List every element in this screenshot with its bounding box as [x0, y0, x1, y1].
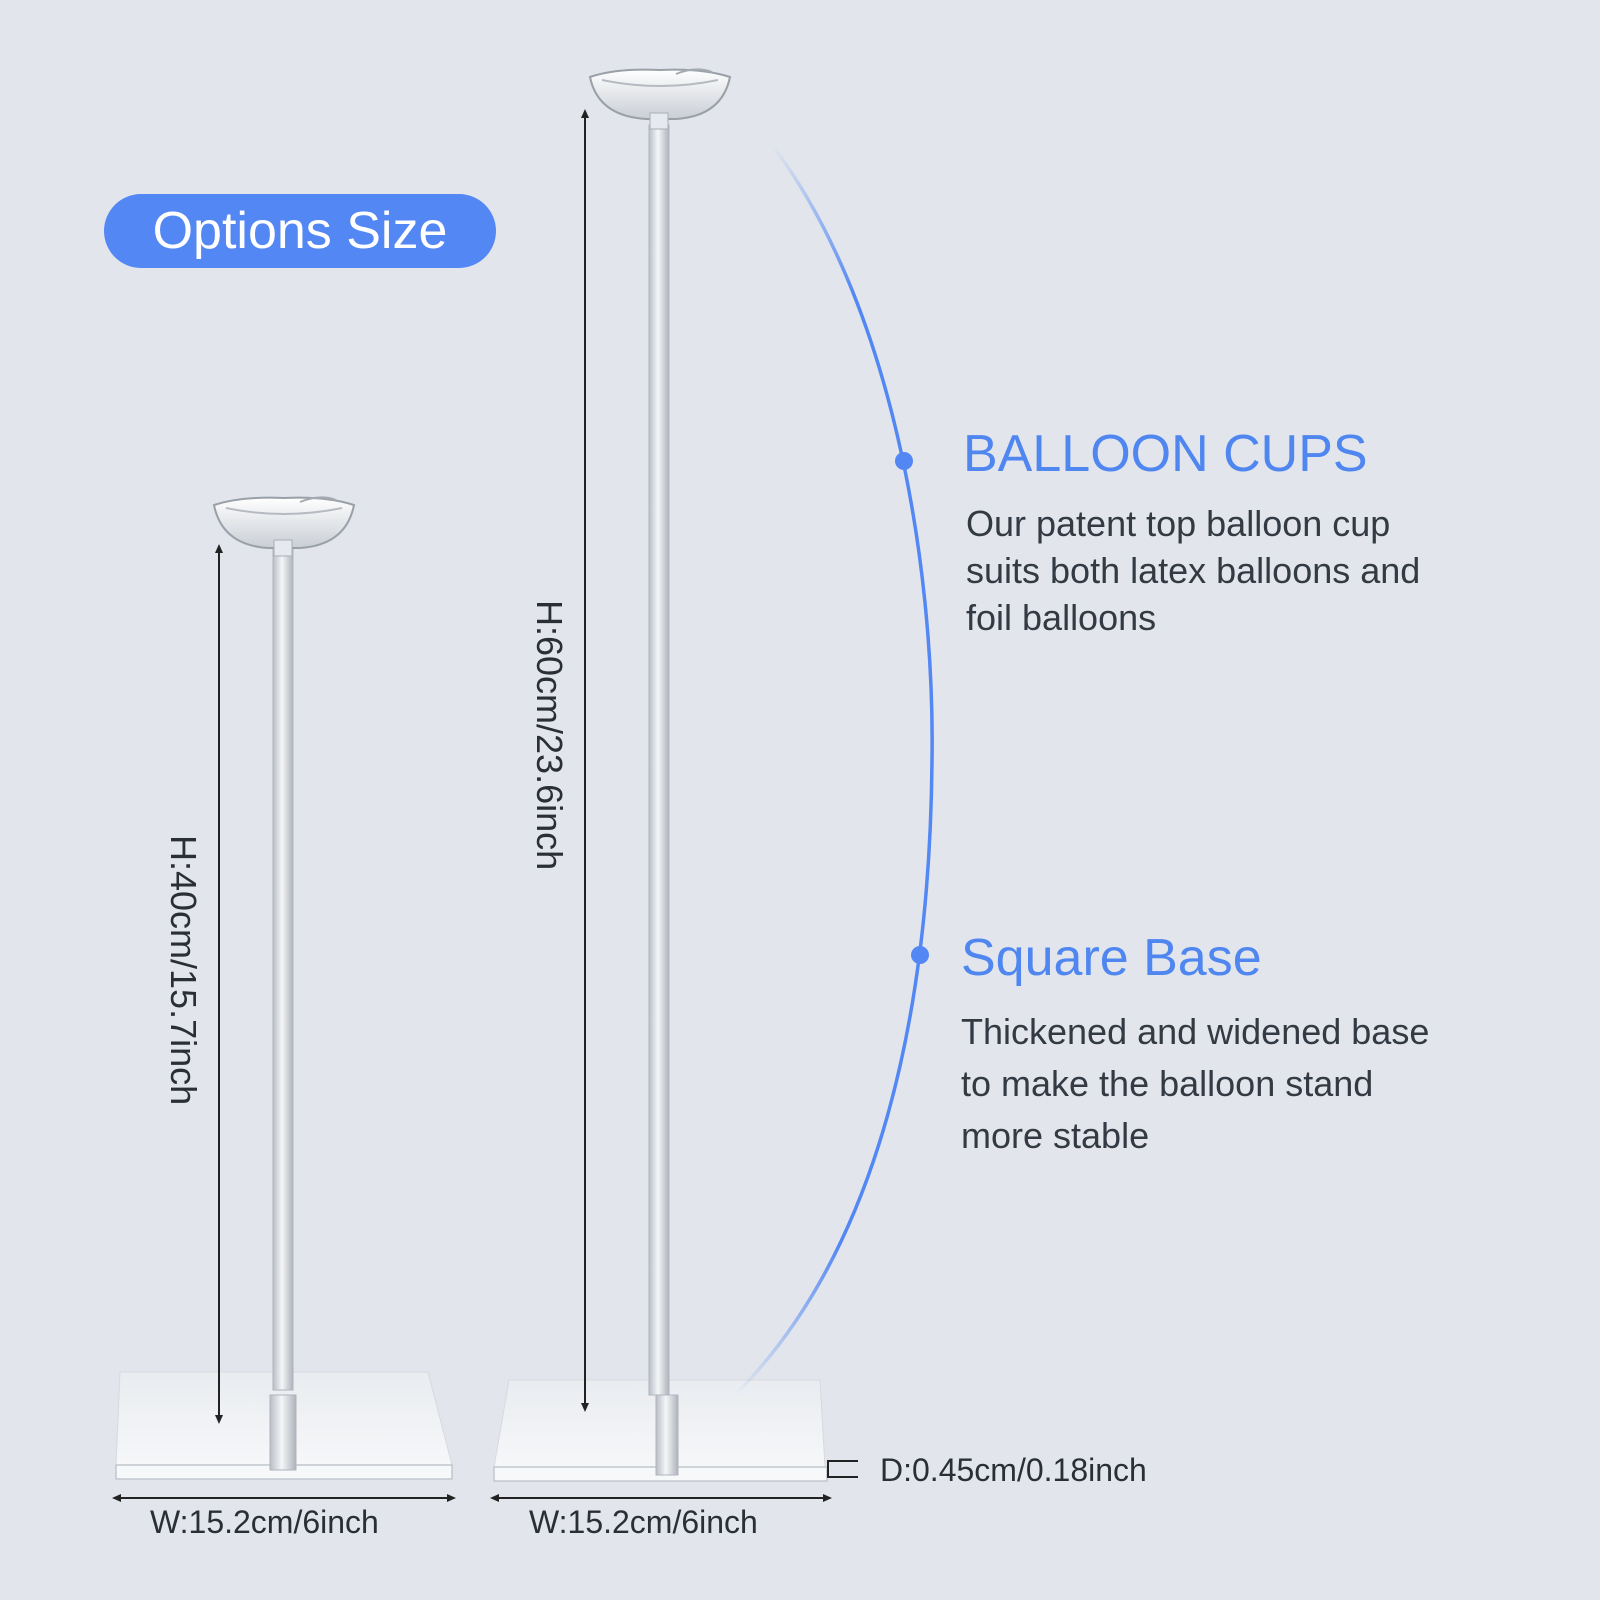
small-cup-icon — [212, 496, 356, 549]
large-pole — [648, 124, 670, 1396]
feature-desc-line: to make the balloon stand — [961, 1063, 1374, 1104]
depth-bracket — [827, 1460, 858, 1478]
callout-curve — [733, 143, 934, 1397]
large-stand — [493, 68, 828, 1482]
options-size-badge: Options Size — [104, 194, 496, 268]
feature-desc-square-base: Thickened and widened base to make the b… — [961, 1006, 1429, 1162]
feature-desc-line: foil balloons — [966, 597, 1157, 638]
feature-desc-line: suits both latex balloons and — [966, 550, 1421, 591]
small-height-label: H:40cm/15.7inch — [163, 835, 204, 1106]
large-height-label: H:60cm/23.6inch — [529, 600, 570, 871]
feature-title-balloon-cups: BALLOON CUPS — [963, 425, 1368, 483]
small-pole-foot — [269, 1394, 297, 1471]
callout-dot-square-base — [911, 946, 929, 964]
small-width-label: W:15.2cm/6inch — [150, 1504, 379, 1540]
callout-dot-balloon-cups — [895, 452, 913, 470]
dimension-lines — [112, 109, 858, 1502]
large-width-label: W:15.2cm/6inch — [529, 1504, 758, 1540]
feature-desc-line: Thickened and widened base — [961, 1011, 1430, 1052]
small-stand — [115, 496, 453, 1480]
large-cup-icon — [588, 68, 732, 120]
large-pole-foot — [655, 1394, 679, 1476]
feature-title-square-base: Square Base — [961, 929, 1262, 987]
feature-desc-line: more stable — [961, 1115, 1150, 1156]
small-pole — [272, 539, 294, 1391]
feature-desc-balloon-cups: Our patent top balloon cup suits both la… — [966, 500, 1420, 641]
depth-label: D:0.45cm/0.18inch — [880, 1452, 1147, 1488]
feature-desc-line: Our patent top balloon cup — [966, 503, 1391, 544]
